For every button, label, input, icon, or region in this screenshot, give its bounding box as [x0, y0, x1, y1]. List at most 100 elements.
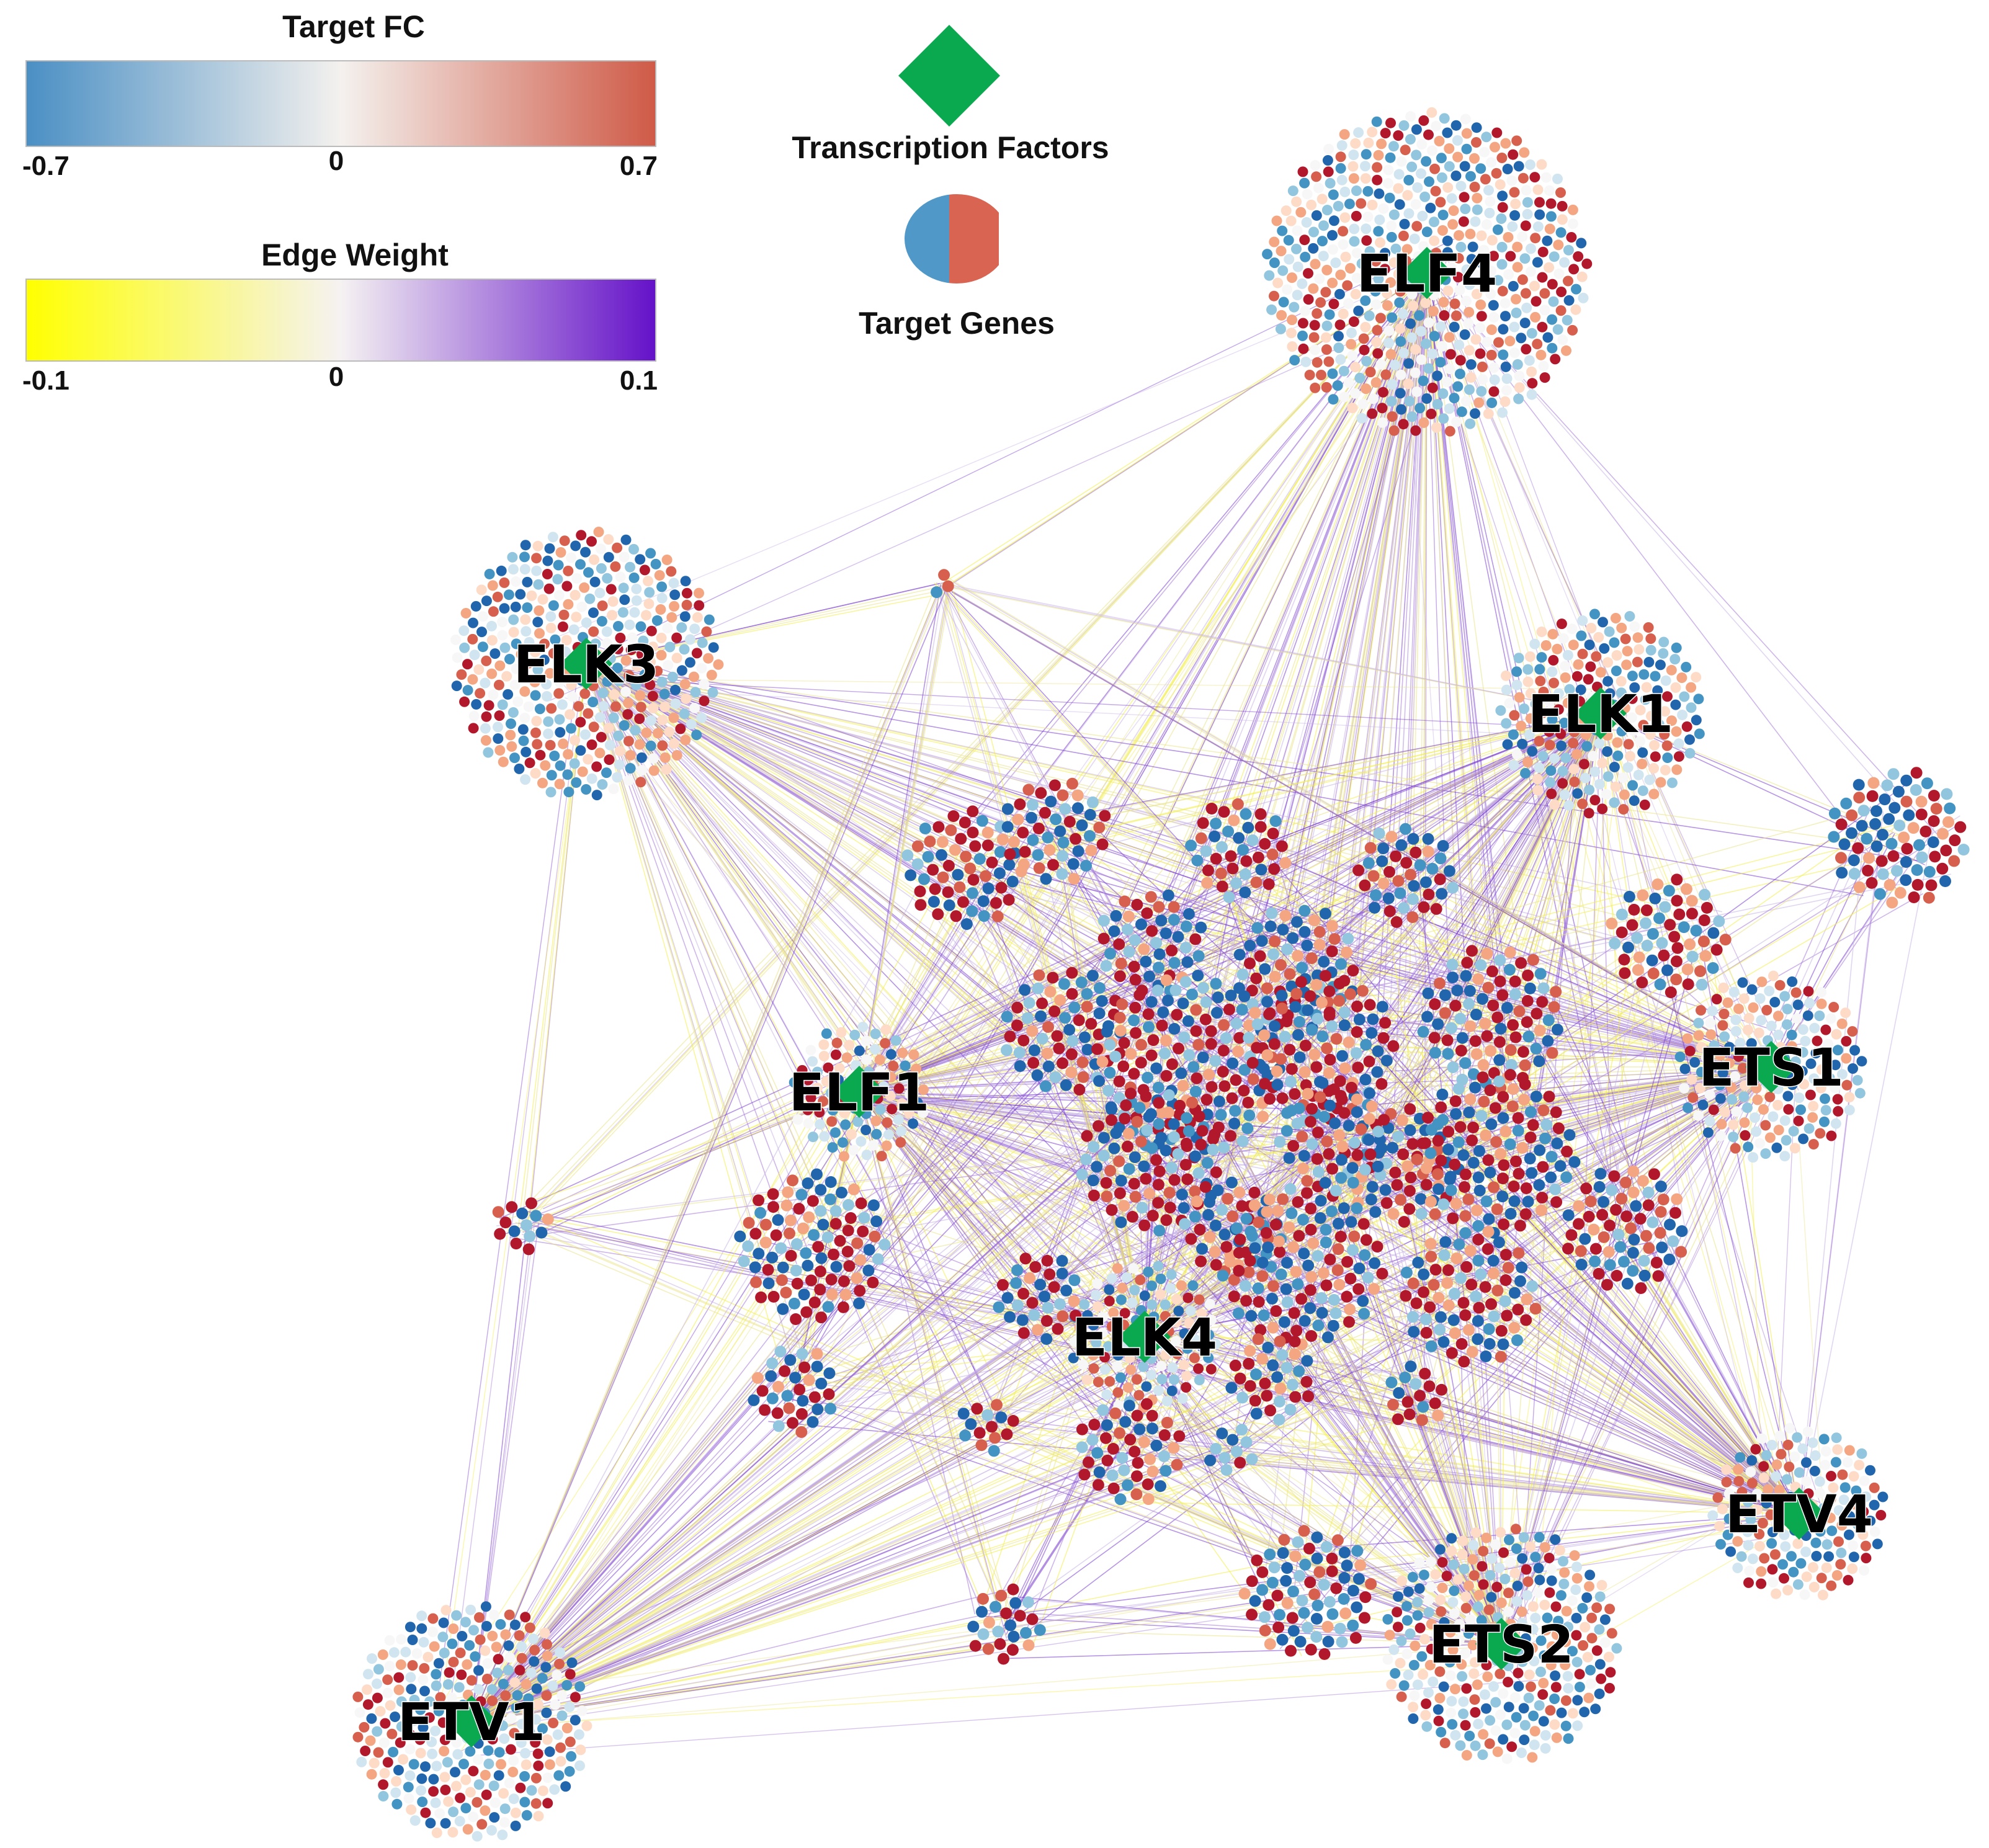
target-gene-node — [521, 1679, 532, 1690]
target-gene-node — [1756, 1578, 1767, 1589]
target-gene-node — [1535, 349, 1547, 360]
target-gene-node — [1567, 204, 1578, 215]
target-gene-node — [1233, 832, 1245, 844]
target-gene-node — [883, 1129, 894, 1140]
target-gene-node — [1563, 1622, 1573, 1633]
target-gene-node — [1707, 962, 1719, 974]
target-gene-node — [504, 654, 515, 664]
target-gene-node — [1088, 1349, 1099, 1360]
target-gene-node — [614, 676, 625, 687]
target-gene-node — [1823, 1551, 1835, 1562]
target-gene-node — [1532, 221, 1544, 232]
target-gene-node — [1442, 235, 1453, 246]
target-gene-node — [1360, 280, 1371, 292]
target-gene-node — [1406, 332, 1417, 343]
target-gene-node — [1401, 1615, 1413, 1626]
target-gene-node — [811, 1168, 823, 1181]
target-gene-node — [1475, 1110, 1488, 1122]
edge — [586, 663, 1668, 928]
target-gene-node — [554, 779, 565, 790]
target-gene-node — [1059, 1012, 1071, 1024]
edge — [586, 663, 1150, 944]
target-gene-node — [1765, 1509, 1776, 1520]
target-gene-node — [635, 621, 646, 632]
target-gene-node — [1574, 1682, 1585, 1692]
target-gene-node — [1849, 1045, 1861, 1056]
target-gene-node — [534, 605, 545, 616]
target-gene-node — [1746, 1038, 1757, 1049]
target-gene-node — [1832, 1094, 1843, 1105]
target-gene-node — [470, 1651, 481, 1662]
target-gene-node — [1459, 192, 1470, 203]
target-gene-node — [1891, 865, 1903, 877]
target-gene-node — [1481, 1030, 1493, 1042]
target-gene-node — [1169, 984, 1182, 996]
target-gene-node — [1559, 789, 1570, 800]
target-gene-node — [1679, 1063, 1691, 1074]
target-gene-node — [1538, 360, 1549, 372]
target-gene-node — [1833, 1105, 1844, 1117]
target-gene-node — [829, 1205, 842, 1217]
target-gene-node — [1532, 774, 1543, 785]
target-gene-node — [1310, 382, 1321, 393]
target-gene-node — [703, 653, 714, 664]
target-gene-node — [1512, 241, 1523, 252]
target-gene-node — [552, 1669, 563, 1681]
target-gene-node — [483, 1758, 494, 1769]
target-gene-node — [503, 1640, 514, 1651]
target-gene-node — [904, 1089, 915, 1100]
target-gene-node — [1029, 1261, 1042, 1273]
target-gene-node — [1838, 838, 1851, 850]
target-gene-node — [1204, 1298, 1215, 1310]
target-gene-node — [1463, 998, 1475, 1010]
target-gene-node — [1128, 1068, 1140, 1080]
target-gene-node — [1259, 837, 1271, 850]
edge — [810, 713, 1601, 1249]
target-gene-node — [1394, 887, 1406, 899]
target-gene-node — [1088, 1363, 1099, 1374]
target-gene-node — [1264, 920, 1277, 932]
target-gene-node — [1439, 310, 1450, 321]
target-gene-node — [1596, 1579, 1607, 1591]
target-gene-node — [1866, 877, 1878, 889]
target-gene-node — [493, 733, 504, 744]
target-gene-node — [560, 1781, 571, 1792]
edge — [1793, 1059, 1824, 1513]
target-gene-node — [1423, 363, 1434, 374]
target-gene-node — [1616, 926, 1628, 939]
target-gene-node — [1155, 1132, 1168, 1144]
target-gene-node — [1469, 1694, 1480, 1705]
target-gene-node — [1470, 1740, 1481, 1751]
target-gene-node — [1361, 383, 1372, 395]
target-gene-node — [1277, 924, 1289, 936]
target-gene-node — [1591, 651, 1602, 662]
target-gene-node — [1210, 1339, 1222, 1350]
target-gene-node — [1308, 283, 1319, 294]
target-gene-node — [863, 1244, 875, 1256]
target-gene-node — [574, 1681, 586, 1692]
target-gene-node — [1387, 312, 1398, 323]
target-gene-node — [1715, 1093, 1726, 1104]
target-gene-node — [1898, 831, 1910, 844]
target-gene-node — [1086, 796, 1099, 808]
target-gene-node — [911, 1063, 922, 1074]
target-gene-node — [1547, 666, 1558, 677]
target-gene-node — [1792, 1579, 1804, 1590]
target-gene-node — [1585, 1664, 1596, 1676]
target-gene-node — [1282, 284, 1293, 295]
target-gene-node — [1835, 1559, 1846, 1570]
target-gene-node — [428, 1786, 439, 1797]
target-gene-node — [378, 1791, 389, 1801]
target-gene-node — [1509, 975, 1521, 988]
target-gene-node — [528, 1633, 539, 1645]
target-gene-node — [1792, 1432, 1803, 1443]
target-gene-node — [1547, 279, 1558, 290]
target-gene-node — [415, 1704, 426, 1715]
target-gene-node — [949, 844, 961, 856]
target-gene-node — [1526, 366, 1537, 377]
target-gene-node — [1160, 1034, 1172, 1047]
target-gene-node — [1495, 1709, 1506, 1720]
target-gene-node — [1621, 1277, 1634, 1290]
target-gene-node — [1192, 970, 1204, 982]
target-gene-node — [1495, 1668, 1506, 1679]
